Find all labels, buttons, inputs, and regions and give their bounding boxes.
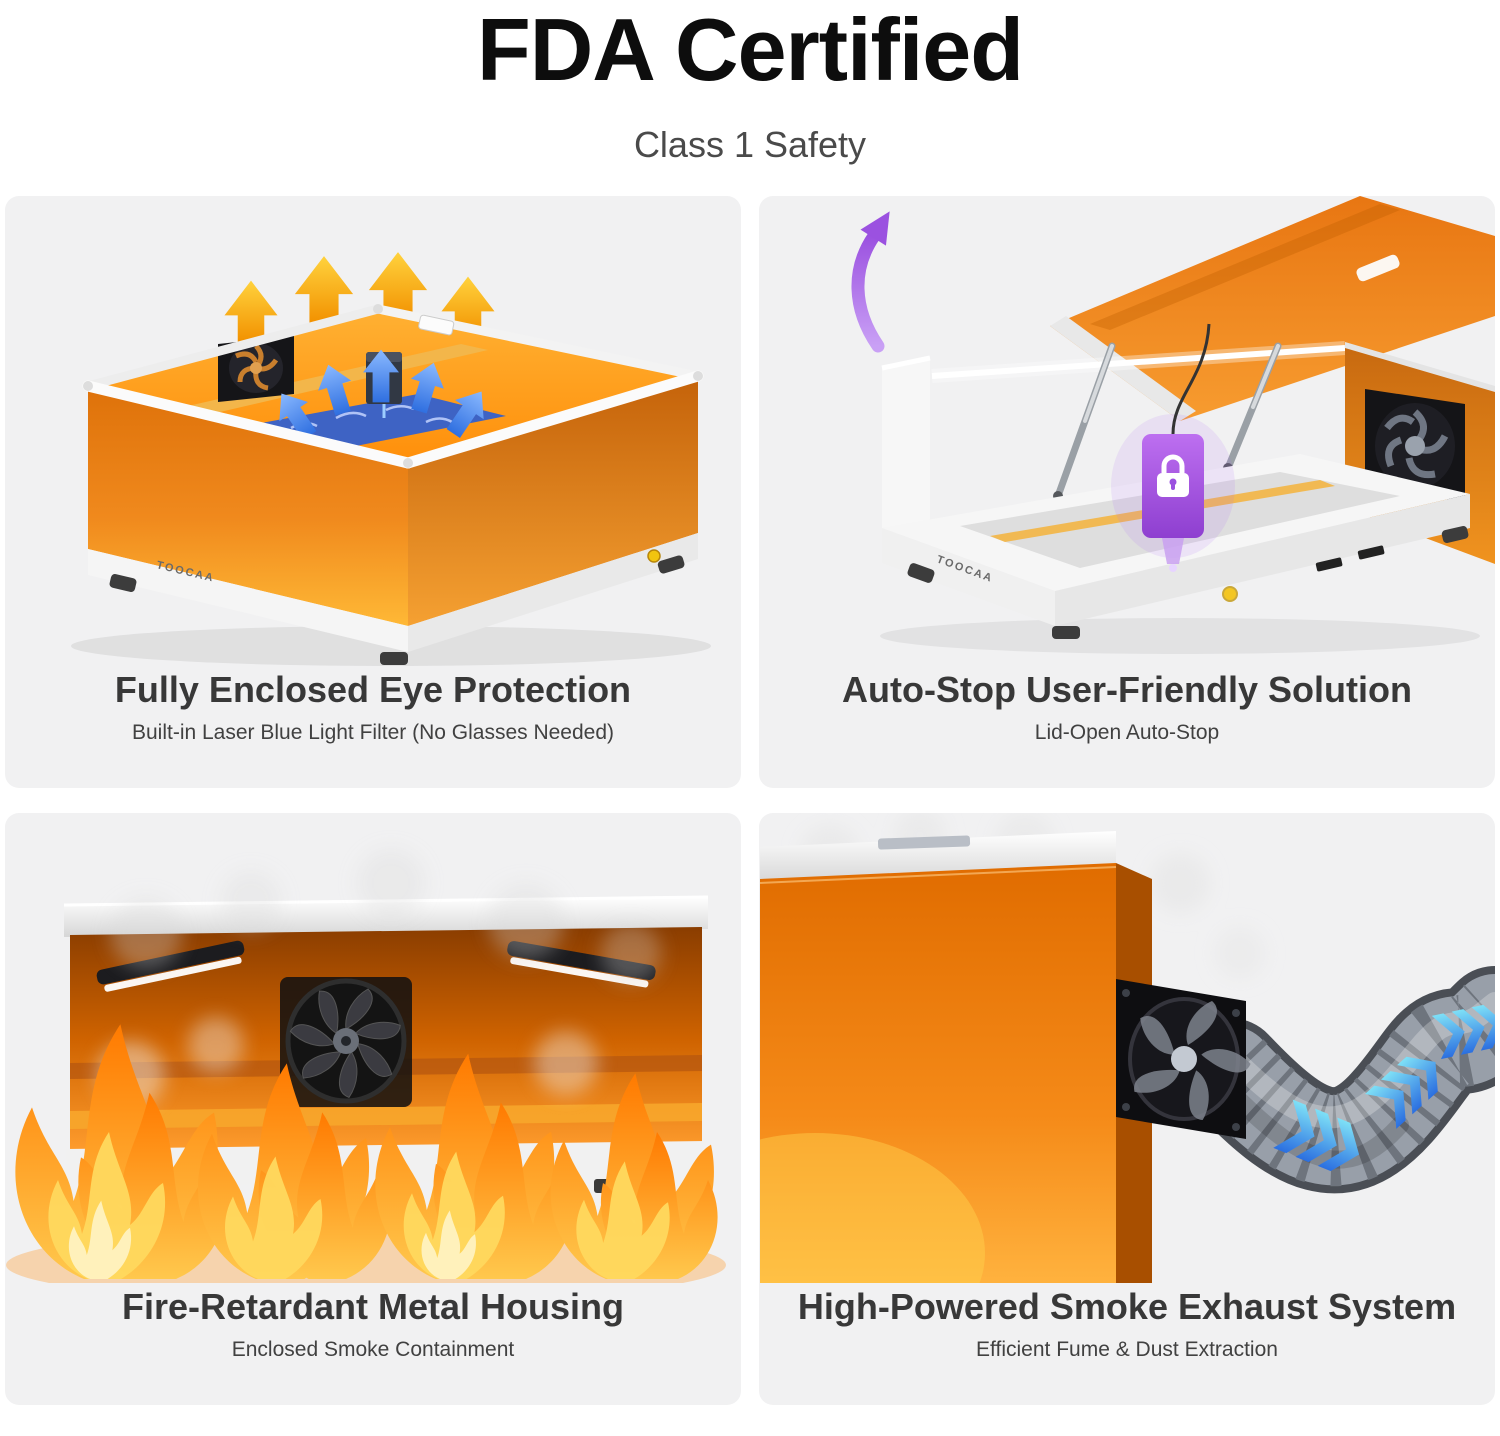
power-button xyxy=(646,549,661,563)
page-title: FDA Certified xyxy=(477,0,1024,99)
flame-icon xyxy=(5,1024,726,1283)
panel-heading: Fire-Retardant Metal Housing xyxy=(121,1286,625,1327)
fire-retardant-illustration xyxy=(5,813,741,1283)
fan-icon xyxy=(1364,389,1465,502)
exhaust-duct-graphic xyxy=(759,813,1495,1283)
open-lid xyxy=(1049,196,1495,421)
panel-heading: High-Powered Smoke Exhaust System xyxy=(797,1286,1457,1327)
header: FDA Certified Class 1 Safety xyxy=(0,0,1500,166)
exhaust-fan-icon xyxy=(1115,979,1251,1139)
feature-grid: TOOCAA Fully Enclosed Eye Protection Bui… xyxy=(5,196,1495,1405)
power-button xyxy=(1221,586,1238,602)
page-subtitle: Class 1 Safety xyxy=(633,124,867,165)
fan-icon xyxy=(279,977,412,1107)
enclosed-machine-graphic: TOOCAA xyxy=(70,252,711,666)
smoke-icon xyxy=(96,849,661,1109)
smoke-exhaust-illustration xyxy=(759,813,1495,1283)
panel-heading: Fully Enclosed Eye Protection xyxy=(114,669,632,710)
lid-open-arrow-icon xyxy=(851,211,890,353)
panel-subtext: Lid-Open Auto-Stop xyxy=(1034,720,1220,744)
panel-subtext: Efficient Fume & Dust Extraction xyxy=(976,1337,1278,1361)
engraving-mat xyxy=(255,394,506,448)
panel-smoke-exhaust: High-Powered Smoke Exhaust System Effici… xyxy=(759,813,1495,1405)
panel-subtext: Enclosed Smoke Containment xyxy=(231,1337,515,1361)
laser-module-locked xyxy=(1110,323,1235,572)
machine-with-flames-graphic xyxy=(5,849,726,1283)
open-lid-machine-graphic: TOOCAA xyxy=(851,196,1495,654)
panel-fire-retardant: Fire-Retardant Metal Housing Enclosed Sm… xyxy=(5,813,741,1405)
panel-eye-protection: TOOCAA Fully Enclosed Eye Protection Bui… xyxy=(5,196,741,788)
gas-struts xyxy=(1052,342,1281,501)
auto-stop-illustration: TOOCAA xyxy=(760,196,1495,666)
enclosed-laser-machine: TOOCAA xyxy=(82,304,703,665)
panel-auto-stop: TOOCAA xyxy=(759,196,1495,788)
fan-icon xyxy=(217,336,294,402)
eye-protection-illustration: TOOCAA xyxy=(6,196,741,666)
lid-camera-box xyxy=(417,314,454,336)
panel-heading: Auto-Stop User-Friendly Solution xyxy=(842,669,1412,710)
led-bar-left xyxy=(96,940,244,992)
lock-icon xyxy=(1156,454,1189,497)
panel-subtext: Built-in Laser Blue Light Filter (No Gla… xyxy=(131,720,615,744)
machine-corner xyxy=(759,831,1152,1283)
